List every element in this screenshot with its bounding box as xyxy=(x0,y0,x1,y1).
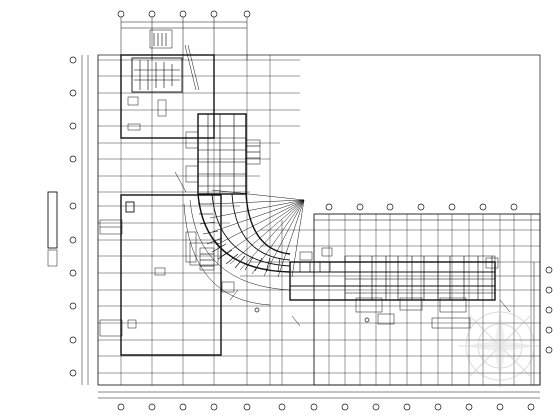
building-outline xyxy=(97,54,541,386)
title-block xyxy=(47,191,58,267)
lower-block-details xyxy=(99,201,219,337)
left-axis-bubbles xyxy=(69,56,77,377)
right-axis-bubbles xyxy=(545,266,553,354)
top-axis-bubbles xyxy=(117,10,518,211)
compass-watermark-icon xyxy=(458,304,542,388)
radial-lines xyxy=(209,189,305,278)
top-dimension-lines xyxy=(120,17,540,221)
horizontal-wing-rooms xyxy=(289,247,499,329)
bottom-dimension-lines xyxy=(98,391,540,399)
tower-rooms xyxy=(174,113,261,195)
bottom-axis-bubbles xyxy=(117,403,535,411)
left-dimension-lines xyxy=(81,55,89,385)
annotations xyxy=(229,289,511,327)
curved-wing xyxy=(183,193,291,306)
upper-block-details xyxy=(127,29,200,131)
